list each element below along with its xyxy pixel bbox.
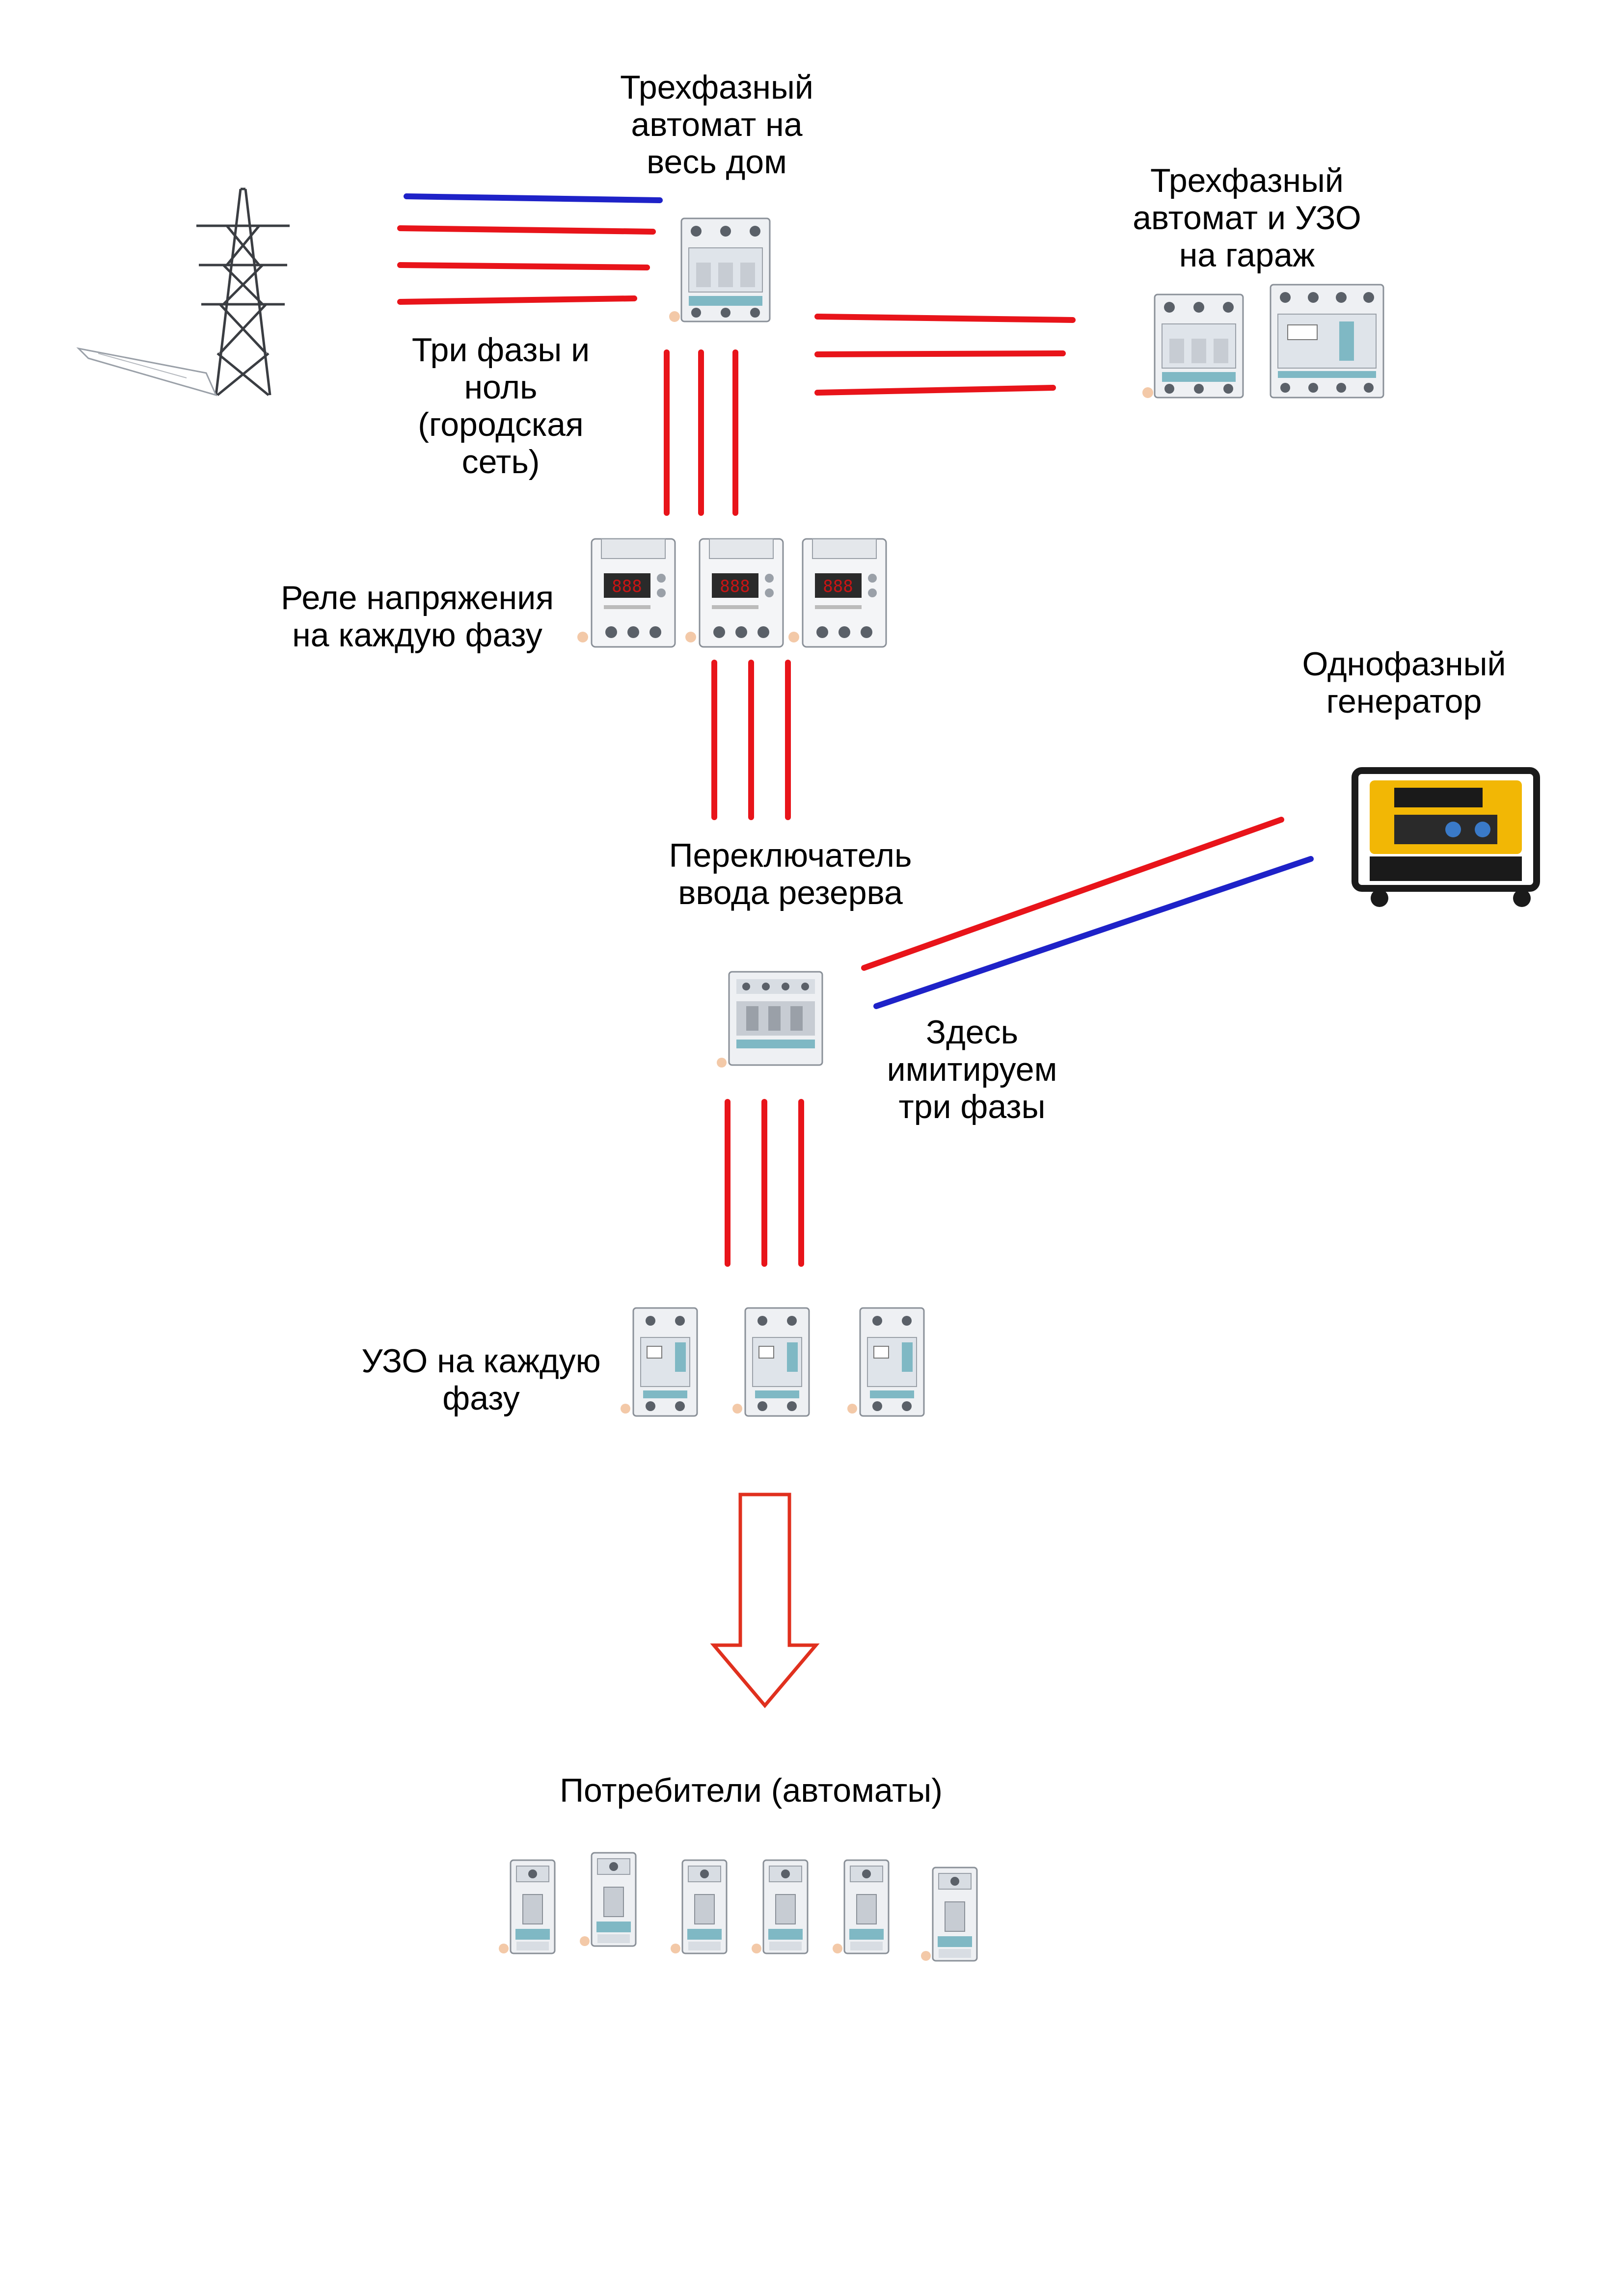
main-breaker-label: Трехфазный автомат на весь дом bbox=[620, 69, 813, 181]
grid-label: Три фазы и ноль (городская сеть) bbox=[411, 331, 590, 481]
generator-conductors bbox=[861, 817, 1314, 1009]
changeover-switch-icon bbox=[717, 971, 823, 1068]
relay-label: Реле напряжения на каждую фазу bbox=[280, 579, 554, 654]
garage-label: Трехфазный автомат и УЗО на гараж bbox=[1133, 162, 1361, 274]
rcd-label: УЗО на каждую фазу bbox=[361, 1342, 601, 1417]
down-arrow-icon bbox=[710, 1493, 820, 1709]
garage-breaker-icon bbox=[1141, 294, 1244, 399]
power-tower-icon bbox=[76, 187, 290, 397]
rcd-2-icon bbox=[731, 1307, 810, 1417]
consumer-breaker-5-icon bbox=[832, 1859, 890, 1954]
consumer-breaker-3-icon bbox=[670, 1859, 728, 1954]
consumer-breaker-4-icon bbox=[751, 1859, 809, 1954]
voltage-relay-3-icon bbox=[787, 538, 887, 648]
rcd-1-icon bbox=[620, 1307, 698, 1417]
grid-conductors bbox=[397, 193, 663, 305]
voltage-relay-2-icon bbox=[684, 538, 784, 648]
main-breaker-icon bbox=[668, 217, 771, 323]
rcd-3-icon bbox=[846, 1307, 925, 1417]
consumer-breaker-6-icon bbox=[920, 1867, 978, 1962]
garage-rcd-icon bbox=[1270, 284, 1384, 399]
consumers-label: Потребители (автоматы) bbox=[560, 1772, 943, 1809]
generator-label: Однофазный генератор bbox=[1302, 645, 1506, 720]
switch-to-rcd-conductors bbox=[725, 1099, 804, 1267]
relay-to-switch-conductors bbox=[711, 660, 791, 820]
generator-icon bbox=[1352, 767, 1540, 907]
voltage-relay-1-icon bbox=[576, 538, 676, 648]
switch-label: Переключатель ввода резерва bbox=[669, 837, 912, 911]
consumer-breaker-1-icon bbox=[498, 1859, 556, 1954]
garage-conductors bbox=[814, 314, 1076, 396]
breaker-to-relay-conductors bbox=[664, 349, 738, 516]
emulate-label: Здесь имитируем три фазы bbox=[887, 1014, 1057, 1125]
consumer-breaker-2-icon bbox=[579, 1852, 637, 1947]
